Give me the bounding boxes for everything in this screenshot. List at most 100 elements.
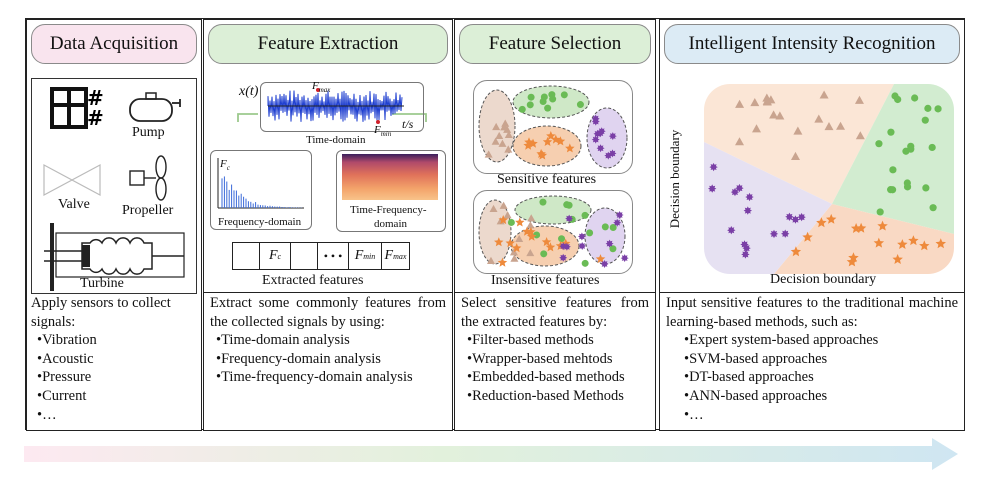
flower-marker — [742, 243, 751, 253]
list-item: … — [678, 406, 958, 425]
frequency-domain-plot — [217, 158, 304, 209]
valve-icon — [43, 163, 101, 197]
star-cluster — [512, 125, 582, 167]
circle-marker — [540, 250, 548, 258]
turbine-label: Turbine — [80, 276, 124, 291]
flower-marker — [608, 132, 617, 141]
pump-icon — [129, 92, 181, 122]
triangle-marker — [735, 137, 745, 146]
circle-marker — [533, 231, 541, 239]
flower-marker — [615, 211, 624, 219]
triangle-marker — [492, 122, 501, 131]
triangle-marker — [504, 130, 513, 139]
triangle-marker — [735, 99, 745, 108]
cell-fc-sub: c — [277, 251, 282, 261]
fmax-point — [316, 88, 320, 92]
list-item: Wrapper-based mehtods — [461, 350, 649, 369]
triangle-marker — [503, 211, 512, 219]
turbine-icon — [44, 223, 185, 291]
flower-region — [704, 142, 832, 274]
star-marker — [528, 138, 538, 148]
extracted-features-label: Extracted features — [262, 273, 364, 288]
triangle-marker — [819, 90, 829, 99]
triangle-marker — [495, 131, 504, 140]
flower-marker — [745, 192, 754, 202]
spectrogram — [342, 154, 438, 200]
cell-fc-label: F — [268, 248, 278, 263]
circle-marker — [518, 105, 526, 113]
signal-axis-label: x(t) — [239, 84, 259, 99]
sensitive-features-label: Sensitive features — [497, 172, 597, 187]
recognition-description: Input sensitive features to the traditio… — [666, 294, 958, 424]
star-marker — [555, 136, 566, 146]
circle-marker — [903, 179, 911, 187]
star-marker — [826, 213, 837, 224]
flower-marker — [605, 239, 614, 248]
circle-marker — [526, 101, 534, 109]
triangle-marker — [515, 234, 524, 243]
time-frequency-label-2: domain — [374, 218, 407, 230]
flower-marker — [708, 184, 717, 193]
circle-marker — [507, 218, 515, 226]
flower-marker — [785, 212, 794, 221]
circle-marker — [558, 235, 566, 243]
triangle-marker — [750, 98, 760, 107]
flower-marker — [565, 214, 574, 223]
cell-fmax-label: F — [384, 248, 394, 263]
list-item: Filter-based methods — [461, 331, 649, 350]
circle-marker — [911, 94, 919, 102]
stage-feature-extraction: Feature Extraction x(t) Fmax Fmin t/s Ti… — [203, 19, 453, 431]
flower-marker — [730, 187, 740, 197]
recognition-method-list: Expert system-based approaches SVM-based… — [666, 331, 958, 424]
circle-marker — [876, 208, 884, 216]
list-item: … — [31, 406, 199, 425]
star-marker — [511, 243, 522, 253]
star-marker — [505, 238, 515, 248]
triangle-marker — [486, 256, 495, 264]
fmin-marker: Fmin — [374, 124, 391, 138]
flower-marker — [741, 250, 750, 259]
triangle-marker — [500, 123, 509, 131]
flower-marker — [608, 149, 617, 158]
triangle-marker — [752, 124, 762, 133]
star-marker — [565, 143, 575, 153]
star-marker — [855, 222, 867, 233]
triangle-marker — [762, 96, 772, 105]
flower-marker — [559, 253, 568, 262]
connector-lines — [237, 113, 427, 122]
star-marker — [897, 239, 908, 249]
flower-marker — [597, 127, 606, 136]
feature-ellipsis: • • • — [323, 248, 343, 263]
triangle-marker — [491, 137, 500, 145]
circle-cluster — [514, 195, 592, 225]
star-marker — [848, 252, 859, 263]
fc-marker: Fc — [220, 158, 230, 172]
triangle-marker — [855, 131, 865, 140]
circle-marker — [875, 140, 883, 148]
star-marker — [919, 240, 930, 251]
star-marker — [790, 246, 802, 257]
decision-regions — [704, 84, 954, 274]
fmax-label: F — [312, 80, 319, 92]
triangle-marker — [836, 121, 846, 130]
stage-title-recognition: Intelligent Intensity Recognition — [664, 24, 960, 64]
star-marker — [522, 226, 532, 236]
circle-marker — [609, 223, 617, 231]
stage-data-acquisition: Data Acquisition # # Pump — [26, 19, 202, 431]
list-item: Reduction-based Methods — [461, 387, 649, 406]
stage-title-extraction: Feature Extraction — [208, 24, 448, 64]
circle-marker — [540, 93, 548, 101]
triangle-marker — [499, 201, 508, 209]
fmin-sub: min — [380, 130, 392, 139]
circle-marker — [581, 211, 589, 219]
extraction-divider — [204, 292, 452, 293]
triangle-marker — [814, 114, 824, 123]
circle-marker — [887, 186, 895, 194]
star-marker — [595, 254, 606, 264]
stage-title-selection: Feature Selection — [459, 24, 651, 64]
stage-intensity-recognition: Intelligent Intensity Recognition Decisi… — [659, 19, 965, 431]
stage-feature-selection: Feature Selection Sensitive features Ins… — [454, 19, 656, 431]
circle-marker — [934, 105, 942, 113]
time-domain-label: Time-domain — [306, 134, 366, 146]
acquisition-intro: Apply sensors to collect signals: — [31, 295, 171, 330]
